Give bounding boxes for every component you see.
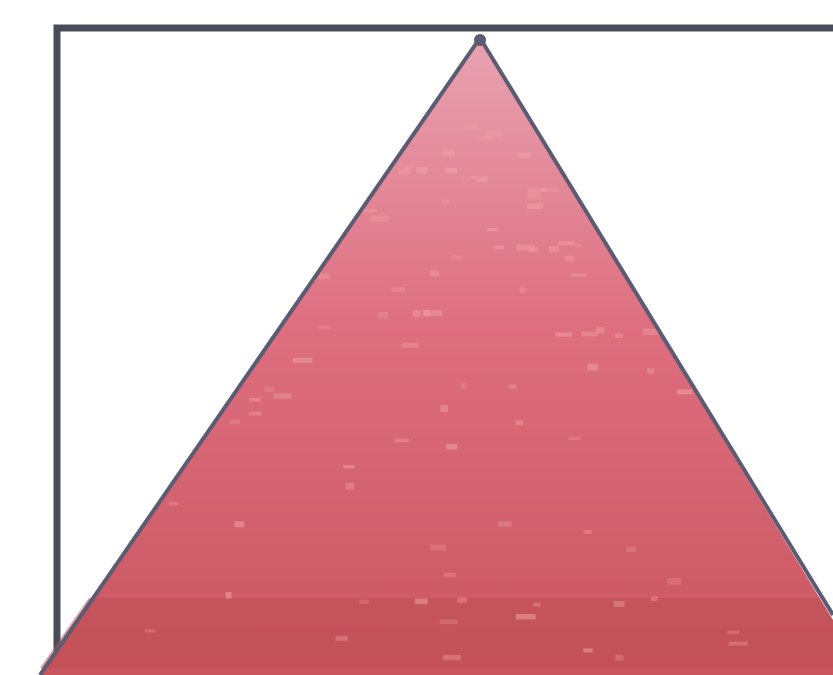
texture-speckle — [515, 421, 523, 426]
texture-speckle — [728, 631, 740, 634]
texture-speckle — [729, 642, 748, 646]
texture-speckle — [392, 287, 405, 292]
texture-speckle — [444, 573, 456, 577]
texture-speckle — [587, 364, 598, 371]
triangle-base-band — [0, 598, 833, 675]
texture-speckle — [445, 168, 457, 174]
texture-speckle — [346, 483, 354, 490]
texture-speckle — [533, 603, 540, 607]
texture-speckle — [413, 310, 421, 317]
texture-speckle — [415, 598, 428, 604]
texture-speckle — [498, 521, 511, 526]
texture-speckle — [394, 439, 409, 442]
texture-speckle — [583, 648, 593, 652]
texture-speckle — [430, 545, 446, 551]
texture-speckle — [569, 437, 582, 440]
texture-speckle — [343, 465, 354, 468]
texture-speckle — [463, 124, 477, 129]
texture-speckle — [476, 179, 488, 182]
texture-speckle — [443, 655, 461, 660]
texture-speckle — [446, 444, 457, 449]
texture-speckle — [273, 393, 291, 398]
texture-speckle — [416, 167, 427, 174]
texture-speckle — [527, 203, 543, 209]
texture-speckle — [360, 600, 370, 604]
texture-speckle — [378, 312, 388, 318]
texture-speckle — [615, 334, 624, 338]
texture-speckle — [318, 273, 330, 279]
texture-speckle — [442, 151, 455, 156]
texture-speckle — [430, 271, 439, 277]
texture-speckle — [574, 244, 582, 247]
texture-speckle — [516, 244, 534, 251]
texture-speckle — [677, 389, 693, 394]
texture-speckle — [584, 530, 592, 534]
texture-speckle — [494, 246, 505, 250]
texture-speckle — [401, 343, 418, 348]
texture-speckle — [226, 592, 232, 598]
texture-speckle — [249, 412, 262, 416]
texture-speckle — [362, 209, 377, 212]
texture-speckle — [651, 597, 658, 602]
texture-speckle — [556, 333, 572, 337]
texture-speckle — [615, 655, 623, 661]
texture-speckle — [509, 385, 517, 389]
texture-speckle — [336, 636, 348, 641]
texture-speckle — [565, 256, 575, 262]
texture-speckle — [318, 325, 331, 329]
triangle-apex — [474, 34, 486, 46]
texture-speckle — [442, 199, 450, 203]
texture-speckle — [460, 383, 466, 389]
texture-speckle — [596, 327, 604, 333]
texture-speckle — [487, 228, 497, 231]
texture-speckle — [571, 274, 586, 277]
texture-speckle — [440, 405, 448, 412]
texture-speckle — [614, 601, 625, 607]
texture-speckle — [423, 310, 443, 316]
texture-speckle — [370, 215, 389, 222]
texture-speckle — [471, 176, 488, 179]
texture-speckle — [647, 369, 655, 374]
texture-speckle — [528, 192, 542, 199]
texture-speckle — [145, 629, 156, 632]
texture-speckle — [293, 358, 313, 363]
texture-speckle — [235, 521, 245, 527]
texture-speckle — [398, 169, 410, 175]
texture-speckle — [249, 398, 260, 402]
texture-speckle — [559, 241, 575, 245]
texture-speckle — [264, 387, 274, 392]
texture-speckle — [518, 153, 530, 158]
texture-speckle — [440, 619, 458, 624]
texture-speckle — [230, 420, 241, 424]
texture-speckle — [582, 331, 599, 336]
texture-speckle — [169, 502, 178, 506]
texture-speckle — [516, 614, 536, 620]
texture-speckle — [549, 246, 559, 253]
texture-speckle — [626, 547, 636, 552]
texture-speckle — [480, 136, 492, 141]
texture-speckle — [520, 287, 527, 293]
texture-speckle — [405, 165, 414, 169]
texture-speckle — [462, 177, 471, 182]
texture-speckle — [528, 189, 546, 192]
texture-speckle — [451, 255, 464, 259]
texture-speckle — [457, 597, 466, 602]
texture-speckle — [667, 578, 681, 585]
